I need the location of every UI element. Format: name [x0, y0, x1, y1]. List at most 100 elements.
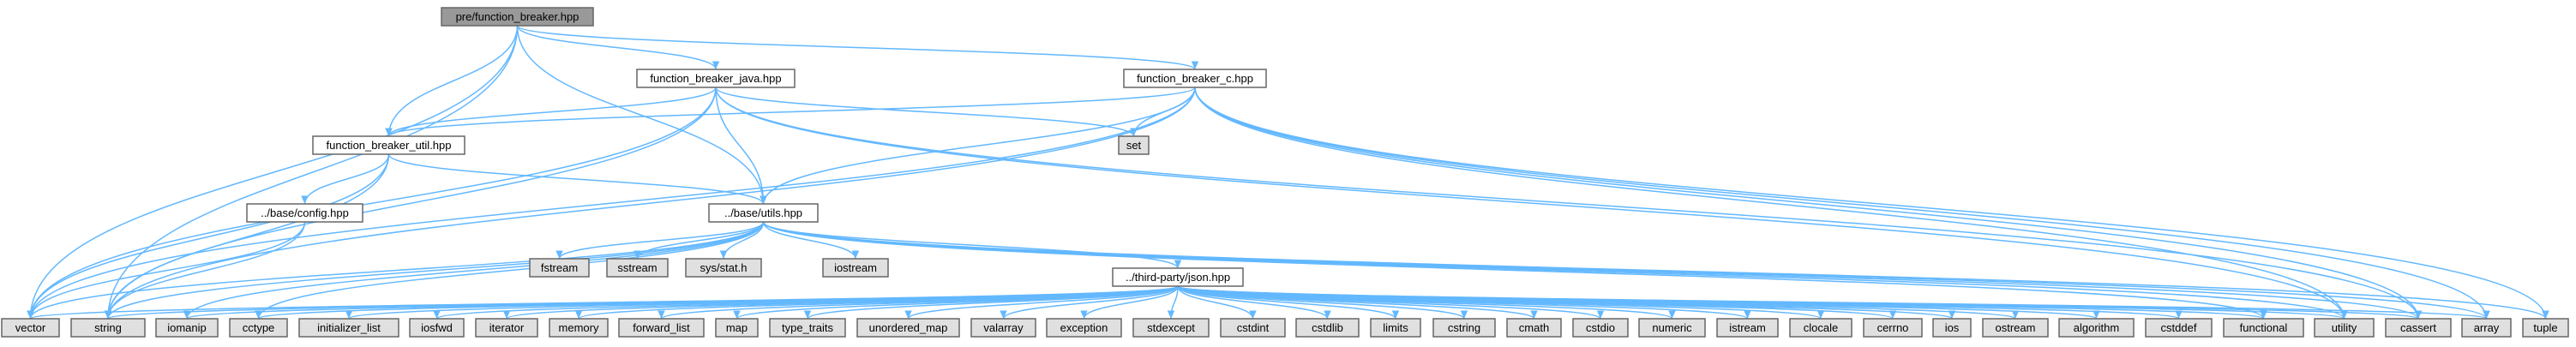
node-box	[2223, 318, 2304, 338]
node-label: pre/function_breaker.hpp	[456, 10, 579, 23]
node-box	[685, 258, 762, 278]
node-utility: utility	[2314, 318, 2375, 338]
node-label: cerrno	[1877, 321, 1909, 334]
node-label: array	[2474, 321, 2500, 334]
node-label: sys/stat.h	[700, 261, 748, 274]
node-numeric: numeric	[1638, 318, 1706, 338]
node-box	[409, 318, 465, 338]
node-label: iostream	[834, 261, 877, 274]
edge-json-to-array	[1177, 285, 2489, 320]
node-label: ostream	[1996, 321, 2036, 334]
node-label: vector	[15, 321, 46, 334]
node-unordered-map: unordered_map	[856, 318, 960, 338]
node-valarray: valarray	[970, 318, 1036, 338]
node-box	[2145, 318, 2213, 338]
node-root[interactable]: pre/function_breaker.hpp	[441, 7, 594, 27]
node-label: map	[726, 321, 748, 334]
edge-butils-to-fstream	[555, 221, 765, 260]
node-limits: limits	[1370, 318, 1421, 338]
node-cstddef: cstddef	[2145, 318, 2213, 338]
node-label: unordered_map	[869, 321, 948, 334]
edge-butils-to-functional	[762, 221, 2267, 320]
edge-java-to-util	[385, 87, 717, 137]
edge-json-to-cstdlib	[1177, 285, 1331, 320]
node-box	[1932, 318, 1972, 338]
node-box	[618, 318, 705, 338]
node-box	[2461, 318, 2512, 338]
node-label: function_breaker_util.hpp	[327, 139, 452, 152]
node-box	[1220, 318, 1286, 338]
node-box	[2314, 318, 2375, 338]
node-box	[2385, 318, 2452, 338]
node-box	[1132, 318, 1210, 338]
node-butils[interactable]: ../base/utils.hpp	[708, 203, 819, 223]
edge-c-to-utility	[1194, 87, 2348, 320]
node-json[interactable]: ../third-party/json.hpp	[1112, 267, 1244, 287]
node-box	[529, 258, 590, 278]
node-box	[1982, 318, 2049, 338]
edge-util-to-config	[301, 153, 390, 205]
node-util[interactable]: function_breaker_util.hpp	[312, 135, 465, 155]
edge-butils-to-iomanip	[183, 221, 765, 320]
node-box	[715, 318, 759, 338]
node-label: functional	[2240, 321, 2288, 334]
node-map: map	[715, 318, 759, 338]
node-box	[70, 318, 146, 338]
node-iterator: iterator	[475, 318, 538, 338]
file-nodes: pre/function_breaker.hpp function_breaker…	[1, 7, 2569, 338]
edge-config-to-vector	[27, 221, 306, 320]
edge-root-to-java	[516, 25, 720, 70]
node-java[interactable]: function_breaker_java.hpp	[636, 69, 796, 88]
edge-root-to-string	[104, 25, 519, 320]
edge-java-to-set	[715, 87, 1138, 137]
node-box	[1432, 318, 1496, 338]
node-box	[155, 318, 219, 338]
node-label: set	[1126, 139, 1142, 152]
node-config[interactable]: ../base/config.hpp	[246, 203, 363, 223]
node-label: ios	[1945, 321, 1960, 334]
dependency-edges	[27, 25, 2549, 320]
node-label: fstream	[541, 261, 578, 274]
node-box	[229, 318, 288, 338]
node-set: set	[1118, 135, 1150, 155]
node-box	[1863, 318, 1923, 338]
node-cctype: cctype	[229, 318, 288, 338]
node-cmath: cmath	[1506, 318, 1562, 338]
node-label: iosfwd	[421, 321, 453, 334]
node-label: string	[94, 321, 122, 334]
node-label: cstdint	[1237, 321, 1270, 334]
node-label: cstdlib	[1312, 321, 1343, 334]
node-box	[1295, 318, 1360, 338]
edge-butils-to-tuple	[762, 221, 2549, 320]
edge-config-to-string	[104, 221, 306, 320]
node-label: memory	[559, 321, 599, 334]
node-exception: exception	[1046, 318, 1122, 338]
node-initializer-list: initializer_list	[298, 318, 399, 338]
node-box	[606, 258, 669, 278]
node-box	[2522, 318, 2569, 338]
node-label: iomanip	[167, 321, 207, 334]
edge-root-to-vector	[27, 25, 519, 320]
node-box	[970, 318, 1036, 338]
node-label: valarray	[983, 321, 1024, 334]
node-label: exception	[1060, 321, 1108, 334]
node-c[interactable]: function_breaker_c.hpp	[1123, 69, 1267, 88]
node-box	[708, 203, 819, 223]
edge-java-to-string	[104, 87, 717, 320]
node-fstream: fstream	[529, 258, 590, 278]
node-box	[856, 318, 960, 338]
edge-util-to-string	[104, 153, 390, 320]
node-box	[549, 318, 609, 338]
node-clocale: clocale	[1789, 318, 1852, 338]
node-label: function_breaker_java.hpp	[650, 72, 781, 85]
node-box	[1716, 318, 1779, 338]
edge-butils-to-vector	[27, 221, 765, 320]
edge-util-to-vector	[27, 153, 390, 320]
edge-util-to-butils	[387, 153, 767, 205]
edge-root-to-util	[385, 25, 519, 137]
edge-java-to-vector	[27, 87, 717, 320]
node-label: initializer_list	[317, 321, 381, 334]
node-label: cassert	[2400, 321, 2436, 334]
node-cassert: cassert	[2385, 318, 2452, 338]
